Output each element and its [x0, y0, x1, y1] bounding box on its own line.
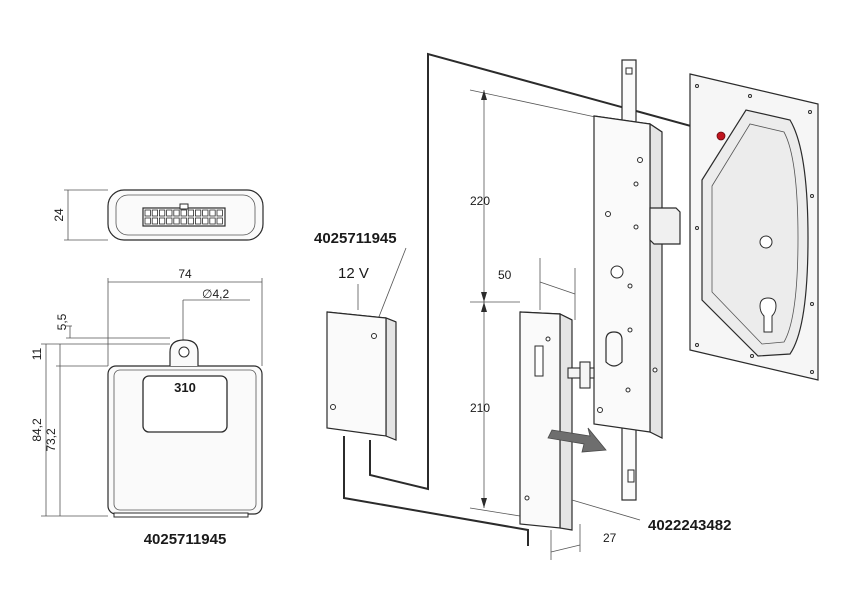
terminal-pin — [151, 209, 158, 217]
terminal-pin — [151, 217, 158, 225]
terminal-pin — [158, 209, 166, 217]
terminal-pin — [180, 209, 187, 217]
cylinder-cutout — [759, 297, 777, 333]
terminal-pin — [209, 209, 216, 217]
part-code-left: 4025711945 — [144, 531, 227, 548]
dim-74: 74 — [178, 267, 192, 281]
dim-220: 220 — [470, 194, 490, 208]
key-icon — [567, 361, 595, 389]
dim-210: 210 — [470, 401, 490, 415]
dim-73-2: 73,2 — [44, 428, 58, 452]
terminal-pin — [209, 217, 216, 225]
power-supply-code: 4025711945 — [314, 230, 397, 247]
terminal-pin — [202, 217, 209, 225]
model-label: 310 — [174, 380, 196, 395]
direction-arrow — [547, 427, 607, 453]
cable-1 — [369, 52, 721, 491]
terminal-pin — [173, 209, 180, 217]
dim-50: 50 — [498, 268, 512, 282]
power-supply-box: 4025711945 12 V — [314, 52, 721, 546]
terminal-block — [142, 203, 226, 227]
terminal-pin — [173, 217, 180, 225]
terminal-pin — [194, 217, 202, 225]
terminal-pin — [216, 209, 223, 217]
dim-27: 27 — [603, 531, 617, 545]
terminal-pin — [158, 217, 166, 225]
mounting-hole — [178, 346, 190, 358]
lock-dimensions: 220 210 50 27 — [469, 89, 617, 560]
connector-front-view: 24 — [52, 189, 264, 241]
terminal-pin — [166, 217, 173, 225]
strike-code: 4022243482 — [648, 517, 731, 534]
connector-body-inner — [115, 194, 256, 236]
terminal-pin — [166, 209, 173, 217]
strike-plate: 4022243482 — [519, 311, 731, 534]
terminal-pin — [180, 217, 187, 225]
red-marker — [716, 131, 726, 141]
cover-plate — [689, 73, 819, 381]
voltage-label: 12 V — [338, 265, 369, 282]
power-unit-top-view: 74 ∅4,2 310 84,2 73,2 11 5,5 4025711945 — [30, 267, 263, 548]
label-window — [142, 375, 228, 433]
terminal-pin — [187, 217, 194, 225]
terminal-pin — [202, 209, 209, 217]
terminal-pin — [187, 209, 194, 217]
dim-24: 24 — [52, 208, 66, 222]
terminal-pin — [216, 217, 223, 225]
terminal-pin — [144, 217, 151, 225]
dim-hole-diameter: ∅4,2 — [202, 287, 229, 301]
lock-body — [567, 59, 681, 501]
dim-84-2: 84,2 — [30, 418, 44, 442]
terminal-pin — [194, 209, 202, 217]
terminal-pin — [144, 209, 151, 217]
cable-2 — [343, 436, 529, 546]
dim-5-5: 5,5 — [55, 313, 69, 330]
dim-11: 11 — [30, 347, 44, 360]
